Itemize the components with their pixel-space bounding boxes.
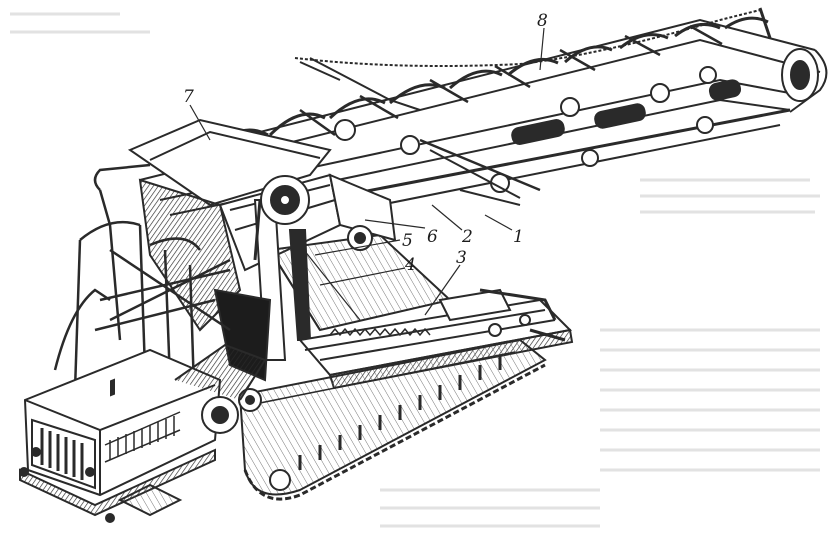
callout-6: 6 [427, 227, 438, 247]
callout-4: 4 [404, 255, 416, 275]
drive-sprocket [253, 175, 373, 261]
callout-7: 7 [183, 87, 194, 107]
background-text-ghost [10, 12, 820, 528]
drive-chain [294, 7, 772, 111]
callout-2: 2 [461, 227, 473, 247]
callout-1: 1 [513, 227, 524, 247]
leader-lines [189, 27, 545, 316]
crawler-track [238, 338, 547, 501]
callout-labels: 1 2 3 4 5 6 7 8 [183, 11, 548, 275]
engine-unit [19, 343, 267, 523]
callout-8: 8 [537, 11, 548, 31]
callout-3: 3 [456, 248, 467, 268]
callout-5: 5 [402, 231, 413, 251]
